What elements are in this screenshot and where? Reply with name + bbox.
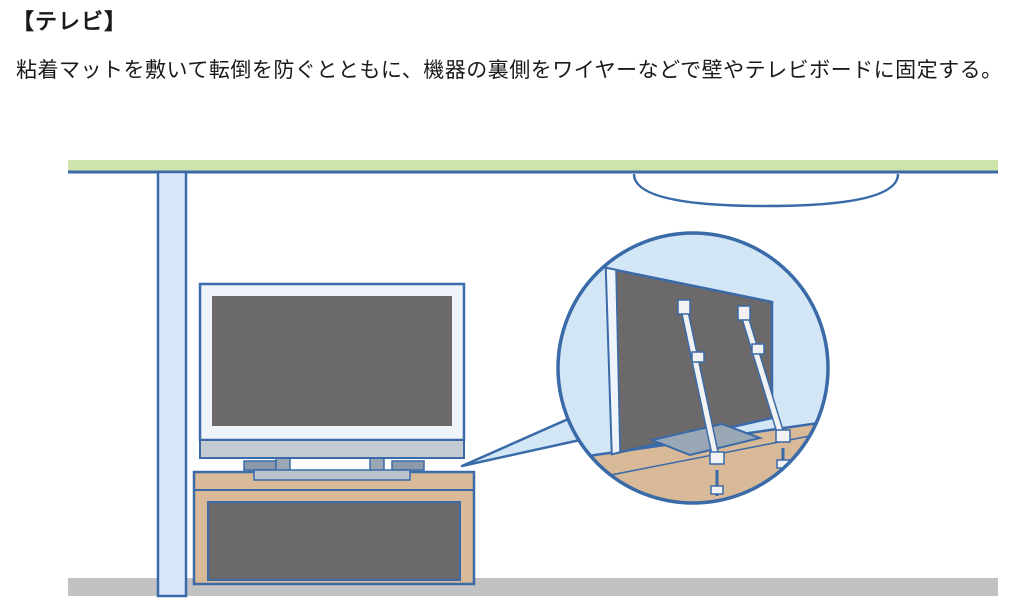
ceiling-light-icon bbox=[632, 173, 900, 208]
callout-pointer bbox=[460, 410, 586, 468]
adhesive-mat-right bbox=[391, 460, 425, 471]
ceiling-strip bbox=[68, 160, 998, 171]
detail-view bbox=[556, 231, 830, 505]
detail-tv-foot bbox=[648, 422, 764, 457]
tv-board bbox=[192, 470, 476, 586]
tv-unit bbox=[198, 282, 466, 459]
safety-strap-right bbox=[737, 305, 791, 469]
wall-column bbox=[156, 170, 188, 598]
adhesive-mat-left bbox=[243, 460, 277, 471]
safety-strap-left bbox=[677, 299, 725, 496]
tv-bottom-bezel bbox=[199, 439, 465, 459]
section-description: 粘着マットを敷いて転倒を防ぐとともに、機器の裏側をワイヤーなどで壁やテレビボード… bbox=[16, 58, 1003, 82]
tv-base bbox=[253, 455, 411, 481]
tv-board-door bbox=[207, 501, 461, 581]
tv-screen bbox=[212, 296, 452, 426]
section-title: 【テレビ】 bbox=[12, 10, 128, 35]
